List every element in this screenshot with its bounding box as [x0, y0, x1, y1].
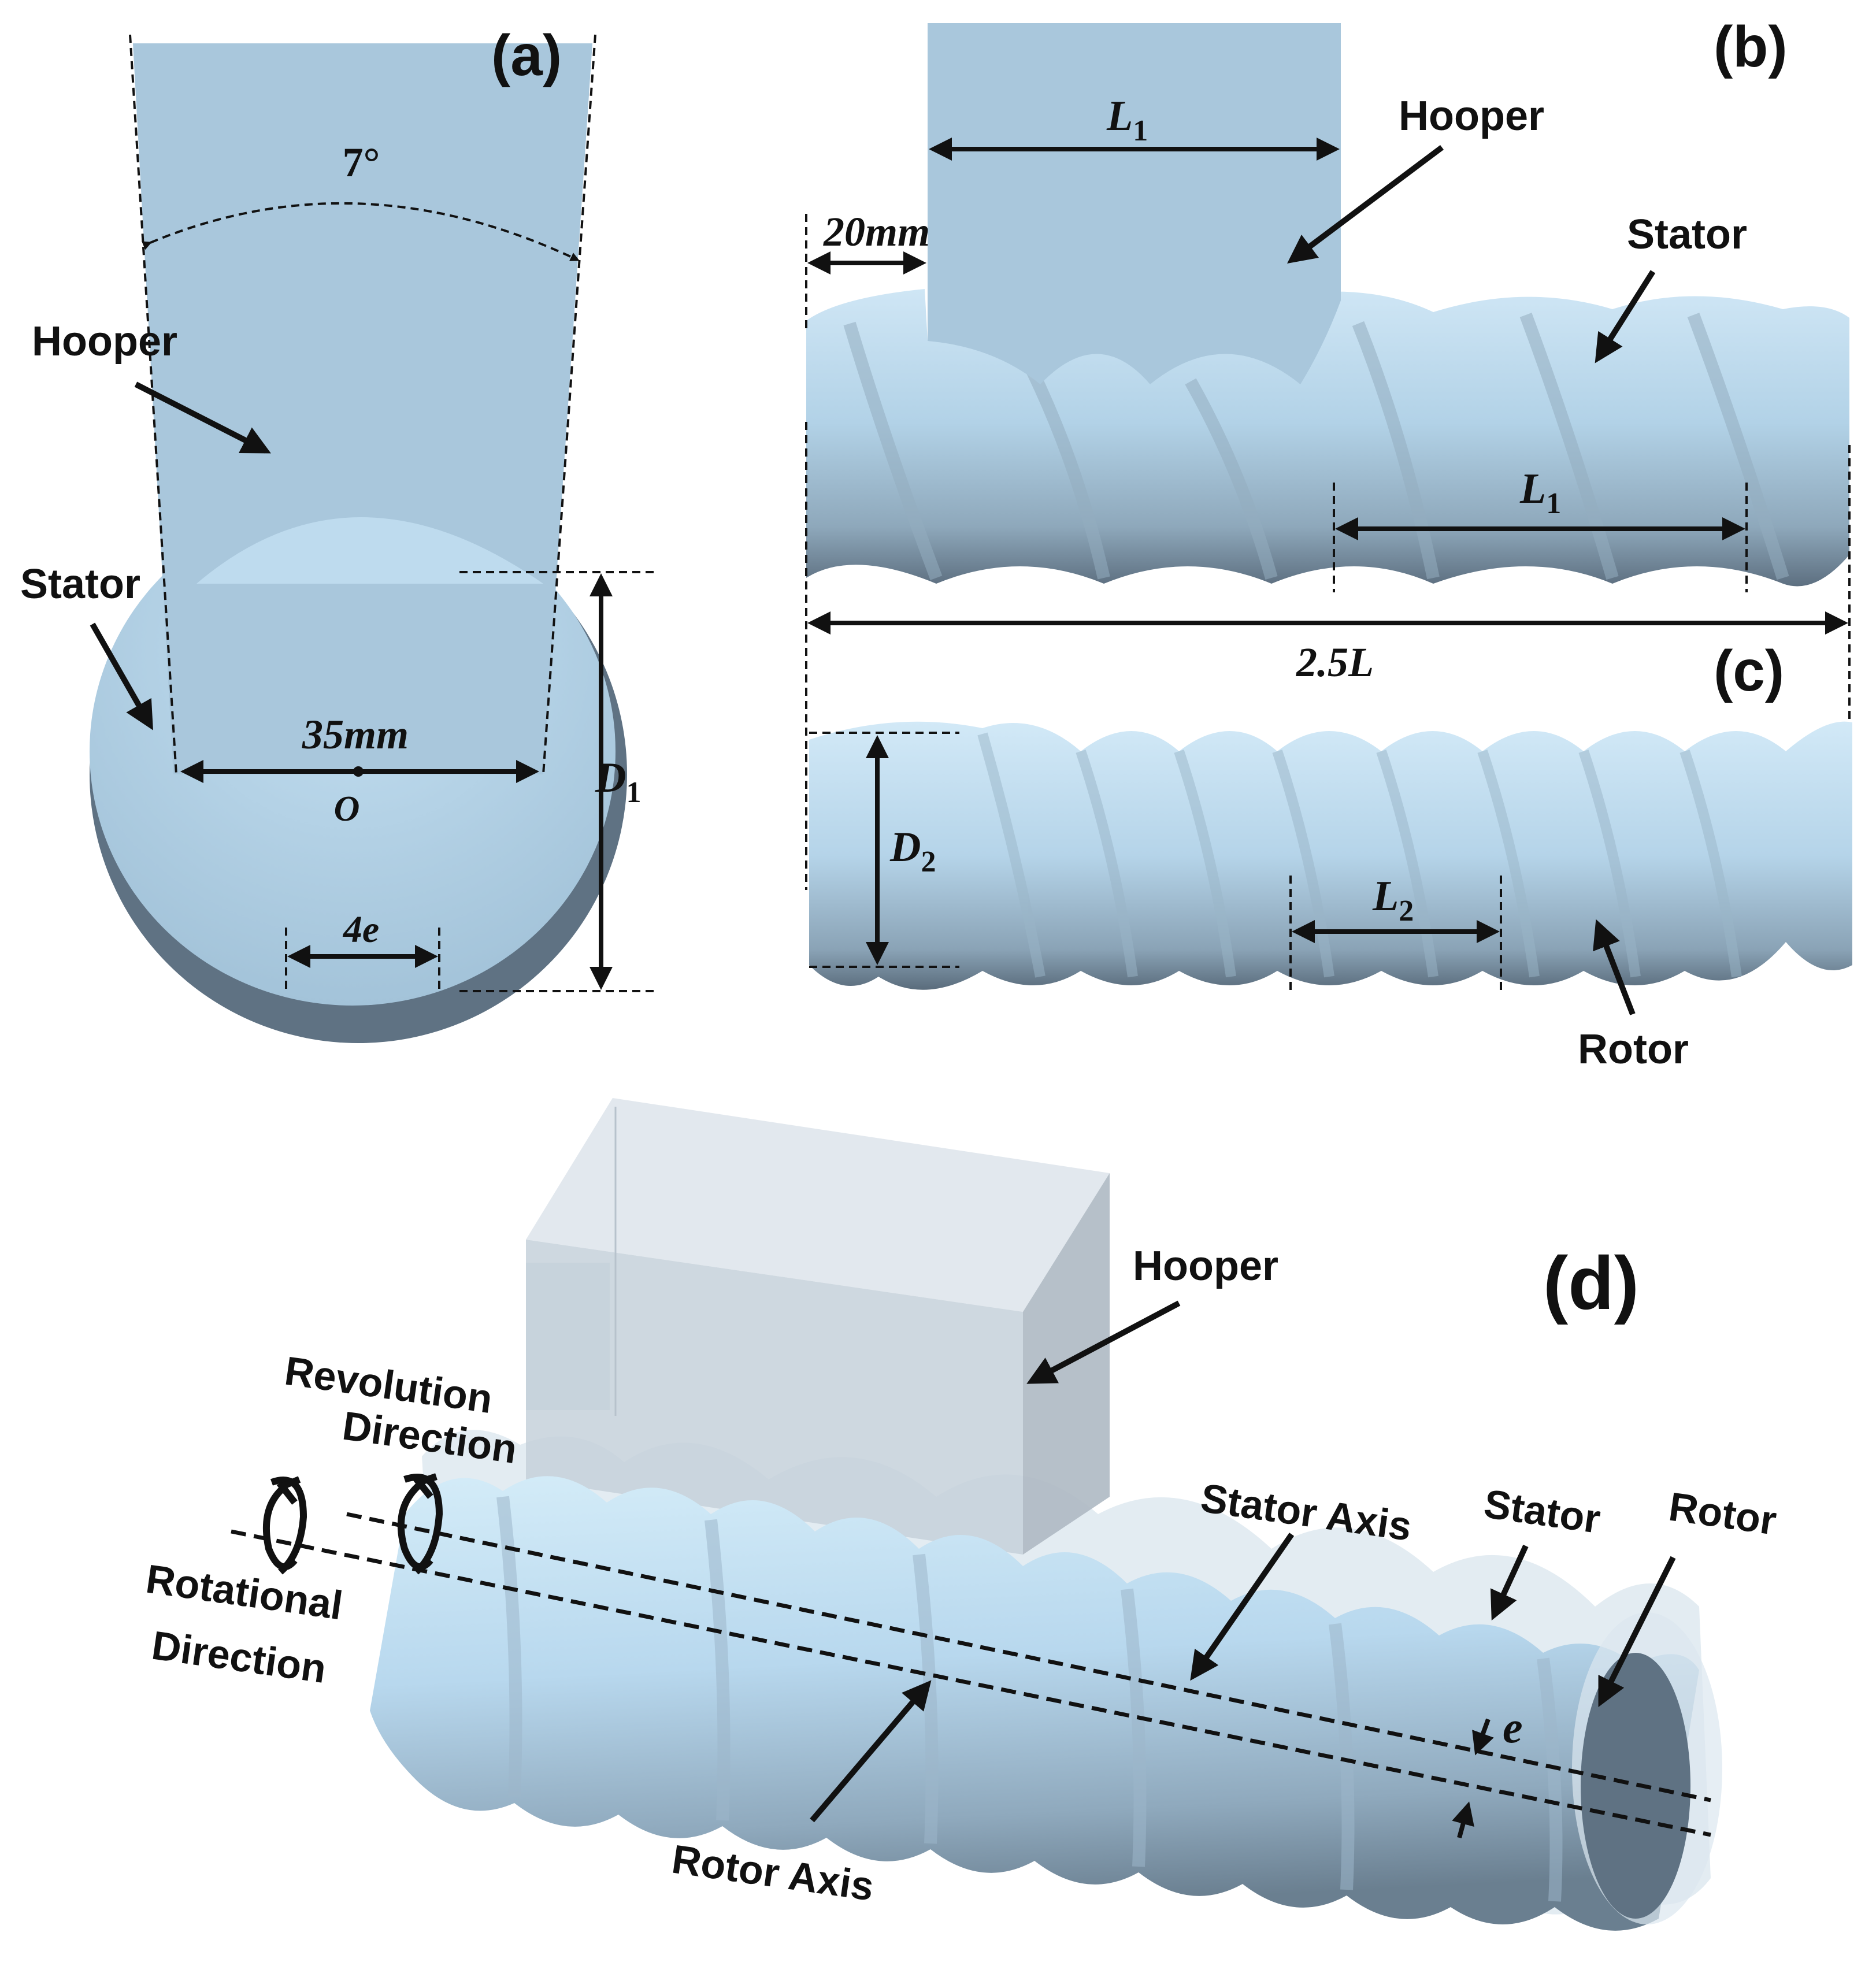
- l1-label: L1: [1106, 92, 1148, 147]
- d1-label: D1: [595, 754, 641, 809]
- stator-axis-pointer: [1190, 1533, 1295, 1681]
- revolution-icon: [397, 1473, 443, 1575]
- width-dim-label: 35mm: [302, 711, 409, 758]
- stator-label: Stator: [20, 561, 140, 607]
- rotor-ridges-d: [496, 1496, 1563, 1902]
- rotational-label-1: Rotational: [143, 1556, 346, 1629]
- stator-pointer-b: [1595, 270, 1656, 363]
- stator-label-d: Stator: [1481, 1481, 1603, 1542]
- center-point: [353, 766, 364, 777]
- total-length-label: 2.5L: [1296, 639, 1374, 685]
- rotor-body-d: [370, 1476, 1699, 1931]
- rotational-icon: [262, 1476, 307, 1575]
- rotor-pointer-d: [1598, 1556, 1676, 1707]
- panel-a-label: (a): [491, 23, 562, 88]
- rotor-label-d: Rotor: [1666, 1484, 1779, 1544]
- panel-c: (c) D2 L2 Rotor: [809, 639, 1852, 1073]
- d2-label: D2: [889, 824, 936, 878]
- hopper-section: [133, 43, 592, 774]
- l2-label: L2: [1372, 873, 1414, 928]
- hopper-side-face: [526, 1240, 1023, 1555]
- offset-label: 20mm: [823, 209, 930, 255]
- rotor-end-face: [1581, 1653, 1690, 1919]
- rotor-ridges-c: [977, 732, 1742, 978]
- stator-label-b: Stator: [1627, 212, 1747, 258]
- ecc-dim-label: 4e: [342, 908, 379, 951]
- hopper-top-face: [526, 1098, 1110, 1312]
- stator-pointer-d: [1490, 1544, 1529, 1621]
- panel-b: (b) L1 Hooper 20mm Stator L1 2.5L: [805, 14, 1851, 916]
- angle-arc: [142, 202, 580, 261]
- ecc-label-d: e: [1503, 1702, 1523, 1752]
- hooper-pointer-d: [1026, 1300, 1181, 1384]
- hopper-b: [928, 23, 1341, 384]
- hooper-label: Hooper: [32, 318, 177, 365]
- panel-d: (d) Hooper Revolution Direction Rotation…: [143, 1098, 1779, 1931]
- stator-bulge: [197, 517, 543, 584]
- rotational-label-2: Direction: [149, 1623, 329, 1692]
- center-label: O: [334, 789, 360, 829]
- panel-d-label: (d): [1543, 1241, 1639, 1325]
- panel-c-label: (c): [1714, 639, 1784, 703]
- hooper-pointer-b: [1287, 145, 1444, 264]
- stator-pointer: [90, 622, 153, 730]
- ecc-arrow-top: [1472, 1718, 1494, 1756]
- hooper-pointer: [134, 381, 271, 454]
- panel-a: (a) 7° Hooper Stator 35mm O 4e D1: [20, 23, 659, 1043]
- hooper-label-d: Hooper: [1133, 1243, 1278, 1289]
- hooper-label-b: Hooper: [1399, 93, 1544, 139]
- hopper-left-edge: [129, 34, 177, 775]
- panel-b-label: (b): [1714, 14, 1788, 79]
- hopper-right-edge: [542, 34, 596, 775]
- l1b-label: L1: [1519, 465, 1561, 520]
- rotor-pointer-c: [1593, 919, 1636, 1015]
- rotor-axis-pointer: [810, 1680, 932, 1823]
- ecc-arrow-bottom: [1452, 1801, 1474, 1839]
- angle-label: 7°: [343, 139, 380, 186]
- rotor-body-c: [809, 721, 1852, 990]
- rotor-label-c: Rotor: [1578, 1026, 1689, 1073]
- rotor-axis-line: [231, 1529, 1711, 1837]
